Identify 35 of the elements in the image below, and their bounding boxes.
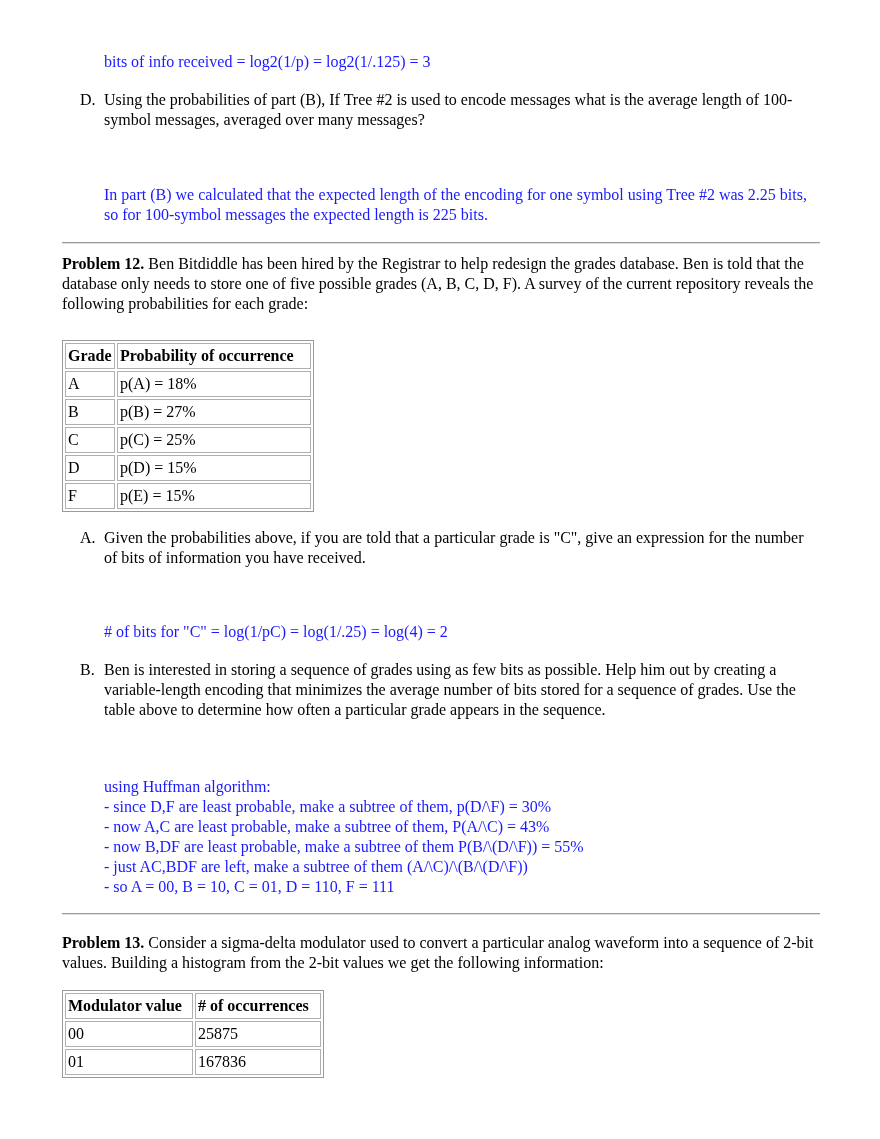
list-marker: B. — [80, 660, 95, 680]
answer-text: # of bits for "C" = log(1/pC) = log(1/.25) = log(4) = 2 — [104, 622, 448, 642]
list-marker: A. — [80, 528, 96, 548]
header-cell: # of occurrences — [195, 993, 321, 1019]
table-cell: p(C) = 25% — [117, 427, 311, 453]
table-cell: F — [65, 483, 115, 509]
question-text: Using the probabilities of part (B), If Tree #2 is used to encode messages what is the average length of 100-symbol messages, averaged over many messages? — [104, 90, 794, 130]
header-cell: Grade — [65, 343, 115, 369]
table-cell: p(E) = 15% — [117, 483, 311, 509]
table-cell: 00 — [65, 1021, 193, 1047]
table-cell: 01 — [65, 1049, 193, 1075]
answer-text: - now B,DF are least probable, make a subtree of them P(B/\(D/\F)) = 55% — [104, 837, 584, 857]
answer-text: - now A,C are least probable, make a subtree of them, P(A/\C) = 43% — [104, 817, 550, 837]
table-cell: 167836 — [195, 1049, 321, 1075]
problem-text: Problem 12. Ben Bitdiddle has been hired by the Registrar to help redesign the grades database. Ben is told that the database only needs to store one of five possible grades (A, B, C, D, F). A survey of the current repository reveals the following probabilities for each grade: — [62, 254, 815, 314]
table-cell: C — [65, 427, 115, 453]
answer-text: - just AC,BDF are left, make a subtree of them (A/\C)/\(B/\(D/\F)) — [104, 857, 528, 877]
table-cell: 25875 — [195, 1021, 321, 1047]
table-cell: p(B) = 27% — [117, 399, 311, 425]
answer-text: - since D,F are least probable, make a subtree of them, p(D/\F) = 30% — [104, 797, 552, 817]
list-marker: D. — [80, 90, 96, 110]
header-cell: Probability of occurrence — [117, 343, 311, 369]
table-cell: p(D) = 15% — [117, 455, 311, 481]
question-text: Ben is interested in storing a sequence of grades using as few bits as possible. Help him out by creating a variable-length encoding that minimizes the average number of bits stored for a sequence of grades. Use the table above to determine how often a particular grade appears in the sequence. — [104, 660, 797, 720]
problem-text: Problem 13. Consider a sigma-delta modulator used to convert a particular analog waveform into a sequence of 2-bit values. Building a histogram from the 2-bit values we get the following information: — [62, 933, 815, 973]
header-cell: Modulator value — [65, 993, 193, 1019]
table-cell: D — [65, 455, 115, 481]
answer-text: - so A = 00, B = 10, C = 01, D = 110, F = 111 — [104, 877, 395, 897]
table-cell: A — [65, 371, 115, 397]
question-text: Given the probabilities above, if you are told that a particular grade is "C", give an expression for the number of bits of information you have received. — [104, 528, 805, 568]
table-cell: p(A) = 18% — [117, 371, 311, 397]
answer-text: bits of info received = log2(1/p) = log2(1/.125) = 3 — [104, 52, 431, 72]
table-cell: B — [65, 399, 115, 425]
answer-text: using Huffman algorithm: — [104, 777, 271, 797]
answer-text: In part (B) we calculated that the expected length of the encoding for one symbol using Tree #2 was 2.25 bits, so for 100-symbol messages the expected length is 225 bits. — [104, 185, 808, 225]
